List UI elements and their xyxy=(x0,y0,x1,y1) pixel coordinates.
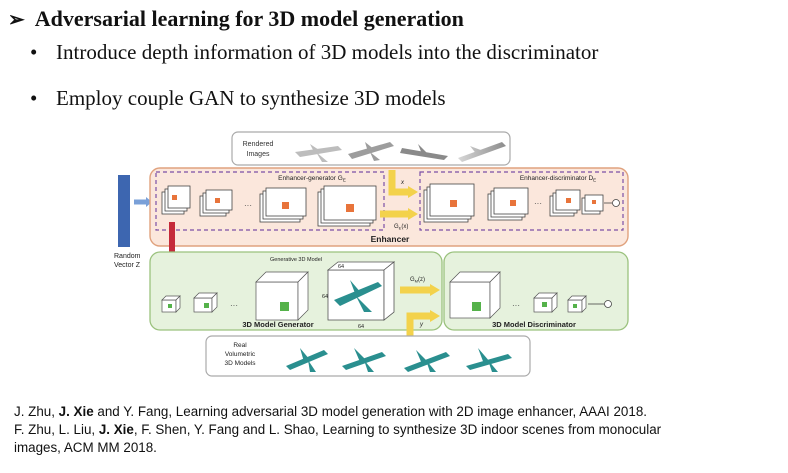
real-models-label-line1: Real xyxy=(233,342,247,349)
enhancer-label: Enhancer xyxy=(371,234,410,244)
bullet-item: • Introduce depth information of 3D model… xyxy=(30,40,598,65)
enhancer-generator-box xyxy=(155,171,385,231)
references: J. Zhu, J. Xie and Y. Fang, Learning adv… xyxy=(14,403,784,457)
real-plane-model xyxy=(466,348,512,372)
model-generator-panel: Generative 3D Model ··· 64 64 64 3D Mode… xyxy=(149,251,443,331)
discriminator-feature-maps xyxy=(423,183,604,223)
bullet-dot-icon: • xyxy=(30,40,38,64)
generative-3d-model-label: Generative 3D Model xyxy=(270,257,322,263)
svg-text:···: ··· xyxy=(230,301,238,310)
model-discriminator-panel: ··· 3D Model Discriminator xyxy=(443,251,629,331)
dim-label: 64 xyxy=(358,324,364,330)
real-plane-model xyxy=(286,348,328,372)
enhancer-panel: Enhancer-generator GE Enhancer-discrimin… xyxy=(149,167,629,247)
random-vector-bar xyxy=(118,175,130,247)
title-arrow-icon: ➢ xyxy=(8,9,25,31)
model-generator-label: 3D Model Generator xyxy=(242,320,313,329)
rendered-label-line2: Images xyxy=(247,151,270,158)
model-discriminator-label: 3D Model Discriminator xyxy=(492,320,576,329)
bullet-text: Introduce depth information of 3D models… xyxy=(56,40,599,64)
bullet-dot-icon: • xyxy=(30,86,38,110)
random-vector-label-line1: Random xyxy=(114,253,141,260)
real-plane-model xyxy=(342,348,386,372)
bullet-item: • Employ couple GAN to synthesize 3D mode… xyxy=(30,86,446,111)
enhancer-output-node xyxy=(612,199,620,207)
svg-text:···: ··· xyxy=(244,201,252,210)
real-models-label-line2: Volumetric xyxy=(225,351,256,358)
reference-line: images, ACM MM 2018. xyxy=(14,440,157,455)
slide-title: ➢ Adversarial learning for 3D model gener… xyxy=(8,6,464,32)
enhancer-discriminator-box xyxy=(419,171,624,231)
y-label: y xyxy=(419,322,424,328)
ge-x-label: GE(x) xyxy=(394,224,408,231)
x-label: x xyxy=(400,180,405,186)
gan-architecture-diagram: Rendered Images Random Vector Z Enhancer… xyxy=(114,131,629,377)
rendered-plane-image xyxy=(400,144,448,160)
enhancer-discriminator-label: Enhancer-discriminator DE xyxy=(520,175,596,183)
enhancer-generator-label: Enhancer-generator GE xyxy=(278,175,346,183)
dim-label: 64 xyxy=(338,264,344,270)
generated-image-arrow-icon xyxy=(408,208,418,220)
generated-plane-model xyxy=(334,280,382,312)
reference-line: J. Zhu, J. Xie and Y. Fang, Learning adv… xyxy=(14,404,647,419)
real-models-panel: Real Volumetric 3D Models xyxy=(205,335,531,377)
bullet-text: Employ couple GAN to synthesize 3D model… xyxy=(56,86,446,110)
svg-text:···: ··· xyxy=(512,301,520,310)
rendered-images-panel: Rendered Images xyxy=(231,131,511,166)
title-text: Adversarial learning for 3D model genera… xyxy=(34,6,464,31)
real-plane-model xyxy=(404,350,450,372)
real-models-label-line3: 3D Models xyxy=(224,360,256,367)
rendered-plane-image xyxy=(458,142,506,162)
real-model-arrow-icon xyxy=(406,312,432,340)
rendered-label-line1: Rendered xyxy=(243,141,274,148)
svg-text:···: ··· xyxy=(534,199,542,208)
random-vector-label-line2: Vector Z xyxy=(114,262,141,269)
discriminator-output-node xyxy=(604,300,612,308)
dim-label: 64 xyxy=(322,294,328,300)
rendered-plane-image xyxy=(295,144,342,162)
rendered-plane-image xyxy=(348,142,394,161)
gm-x-label: GM(z) xyxy=(410,277,425,284)
real-image-arrow-icon xyxy=(388,170,410,196)
reference-line: F. Zhu, L. Liu, J. Xie, F. Shen, Y. Fang… xyxy=(14,422,662,437)
